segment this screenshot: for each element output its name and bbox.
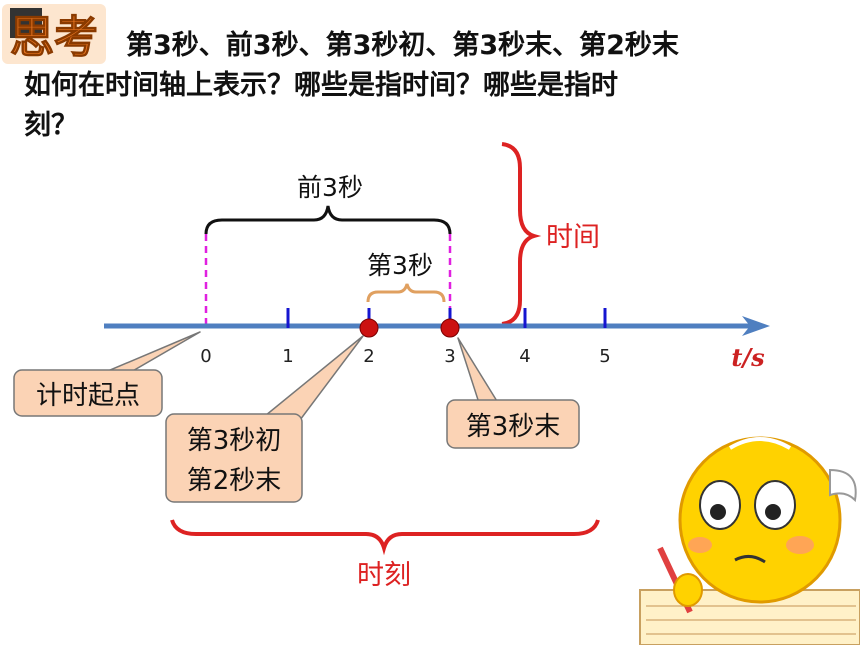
tick-group: 0 1 2 3 4 5	[200, 308, 611, 367]
end3-callout-box	[446, 399, 580, 449]
end3-callout-pointer	[457, 337, 501, 407]
question-line-1: 第3秒、前3秒、第3秒初、第3秒末、第2秒末	[126, 30, 679, 61]
moments-brace	[170, 519, 600, 556]
think-badge-scene-icon	[10, 8, 42, 38]
think-badge: 思考	[2, 4, 106, 64]
third-second-brace	[366, 283, 446, 303]
third-second-label: 第3秒	[367, 251, 433, 280]
origin-callout-text: 计时起点	[36, 381, 140, 411]
start3-callout-pointer	[259, 335, 364, 421]
start3-callout-text-2: 第2秒末	[187, 466, 282, 496]
start3-callout-text-1: 第3秒初	[187, 426, 282, 456]
question-line-3: 刻？	[24, 110, 78, 141]
question-line-2: 如何在时间轴上表示？哪些是指时间？哪些是指时	[24, 70, 618, 101]
axis-arrow-icon	[742, 316, 770, 336]
time-interval-brace	[501, 142, 542, 326]
axis-tick-label-2: 2	[363, 346, 374, 367]
end3-callout-text: 第3秒末	[466, 412, 561, 442]
axis-tick-label-1: 1	[282, 346, 293, 367]
mascot-wing	[829, 468, 857, 503]
time-interval-label: 时间	[546, 222, 600, 253]
start3-callout-box	[165, 413, 303, 503]
moment-dot-2	[359, 318, 379, 338]
moment-dot-3	[440, 318, 460, 338]
moments-label: 时刻	[357, 560, 411, 591]
first-3s-label: 前3秒	[297, 173, 363, 202]
axis-tick-label-0: 0	[200, 346, 211, 367]
origin-callout-box	[13, 369, 163, 417]
axis-tick-label-5: 5	[599, 346, 610, 367]
first-3s-brace	[204, 205, 452, 235]
axis-unit-label: t/s	[731, 343, 765, 372]
axis-tick-label-4: 4	[519, 346, 530, 367]
mascot-hand	[673, 573, 703, 607]
think-badge-text: 思考	[10, 12, 98, 63]
axis-tick-label-3: 3	[444, 346, 455, 367]
chick-mascot-writing-icon	[639, 436, 860, 645]
